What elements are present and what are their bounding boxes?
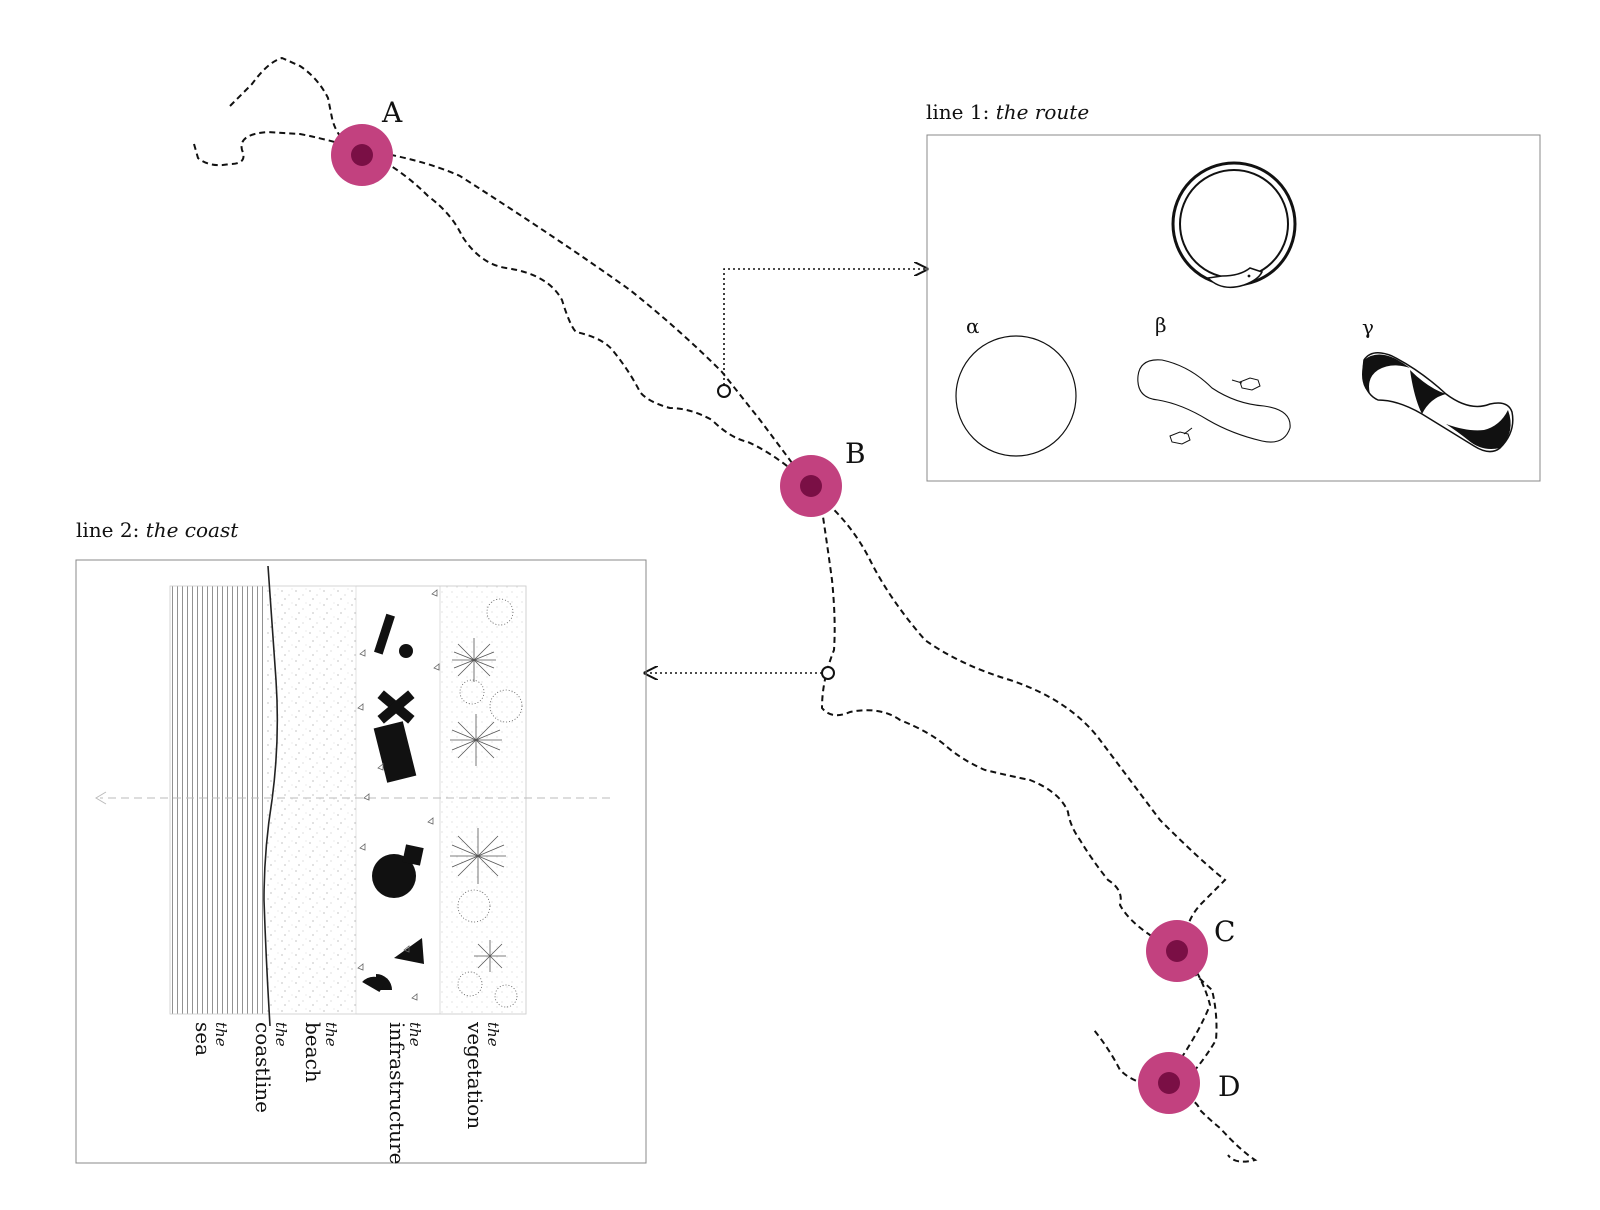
zone-label-vegetation-name: vegetation [463,1022,487,1130]
pointing-hand-icon [1169,427,1193,445]
zone-vegetation-area [439,585,527,1015]
stop-a-core [351,144,373,166]
coast-box-frame [75,559,647,1164]
pointing-hand-icon [1231,377,1261,391]
route-connector-node [717,384,731,398]
variant-beta-label: β [1155,313,1167,337]
route-connector-arrow [723,269,927,385]
zone-label-beach-article: the [322,1022,340,1047]
zone-label-infrastructure-name: infrastructure [385,1022,409,1165]
route-box-title-emphasis: the route [995,100,1090,124]
stop-b: B [780,437,866,517]
zone-infrastructure-area [355,585,441,1015]
stop-d-label: D [1218,1070,1240,1103]
route-box-title: line 1: the route [926,100,1089,124]
variant-beta-loop-icon [1137,359,1291,443]
zone-label-infrastructure-article: the [406,1022,424,1047]
zone-label-beach-name: beach [301,1022,325,1083]
coast-box-title-prefix: line 2: [76,518,146,542]
variant-gamma-label: γ [1362,315,1374,339]
zone-label-sea-name: sea [191,1022,215,1057]
zone-sea-area [170,586,266,1014]
stop-b-label: B [845,437,866,470]
stop-c: C [1146,915,1235,982]
zone-label-coastline-name: coastline [251,1022,275,1113]
zone-beach-area [266,586,356,1014]
stop-a-label: A [381,96,403,129]
coastline-curve [263,565,279,1027]
variant-alpha-circle-icon [955,335,1077,457]
stop-b-core [800,475,822,497]
coast-box [75,559,647,1164]
route-box-title-prefix: line 1: [926,100,996,124]
stop-c-label: C [1214,915,1235,948]
stop-c-core [1166,940,1188,962]
coast-connector-node [821,666,835,680]
variant-alpha-label: α [966,314,980,338]
zone-label-coastline-article: the [272,1022,290,1047]
zone-label-sea-article: the [212,1022,230,1047]
coast-box-title: line 2: the coast [76,518,238,542]
stop-d-core [1158,1072,1180,1094]
vegetation-trees [450,598,523,1008]
stop-d: D [1138,1052,1240,1114]
route-box: α β γ [926,134,1541,482]
zone-label-vegetation-article: the [484,1022,502,1047]
ouroboros-icon [1171,161,1297,289]
route-line-2 [193,130,1218,1087]
infrastructure-triangles [357,589,440,1001]
coast-box-title-emphasis: the coast [145,518,239,542]
stop-a: A [331,96,403,186]
route-box-frame [926,134,1541,482]
variant-gamma-mobius-icon [1362,352,1514,453]
